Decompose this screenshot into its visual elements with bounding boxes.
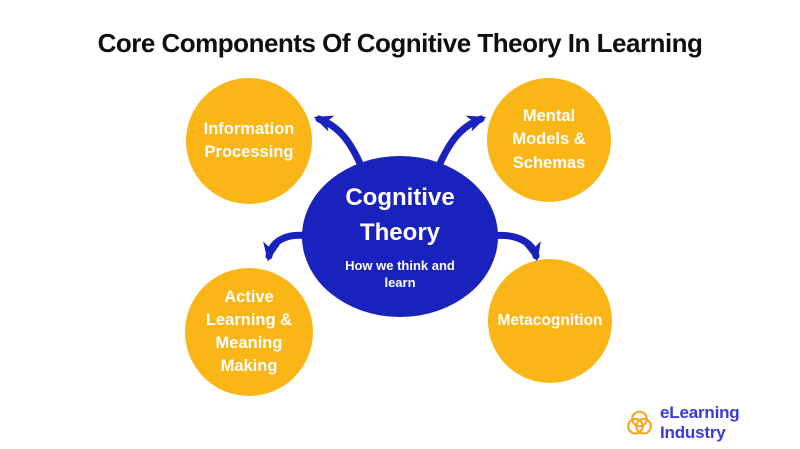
node-active-learning-meaning-making: Active Learning & Meaning Making [185, 268, 313, 396]
arrow-to-information-processing [313, 115, 366, 172]
node-information-processing: Information Processing [186, 78, 312, 204]
node-label: Mental Models & Schemas [512, 107, 586, 172]
center-node-subtitle: How we think and learn [345, 257, 455, 291]
diagram-title: Core Components Of Cognitive Theory In L… [97, 28, 703, 58]
arrow-to-mental-models-schemas [434, 115, 487, 172]
trefoil-rings-icon [627, 410, 652, 435]
center-node-cognitive-theory: Cognitive Theory How we think and learn [302, 156, 498, 317]
center-node-title: Cognitive Theory [345, 184, 455, 246]
arrow-to-metacognition [488, 231, 541, 262]
logo-text: eLearning Industry [660, 403, 740, 442]
node-label: Information Processing [203, 119, 295, 161]
node-label: Metacognition [497, 312, 603, 330]
elearning-industry-logo: eLearning Industry [625, 403, 800, 443]
node-metacognition: Metacognition [488, 259, 612, 383]
node-mental-models-schemas: Mental Models & Schemas [487, 78, 611, 202]
node-label: Active Learning & Meaning Making [205, 287, 293, 376]
